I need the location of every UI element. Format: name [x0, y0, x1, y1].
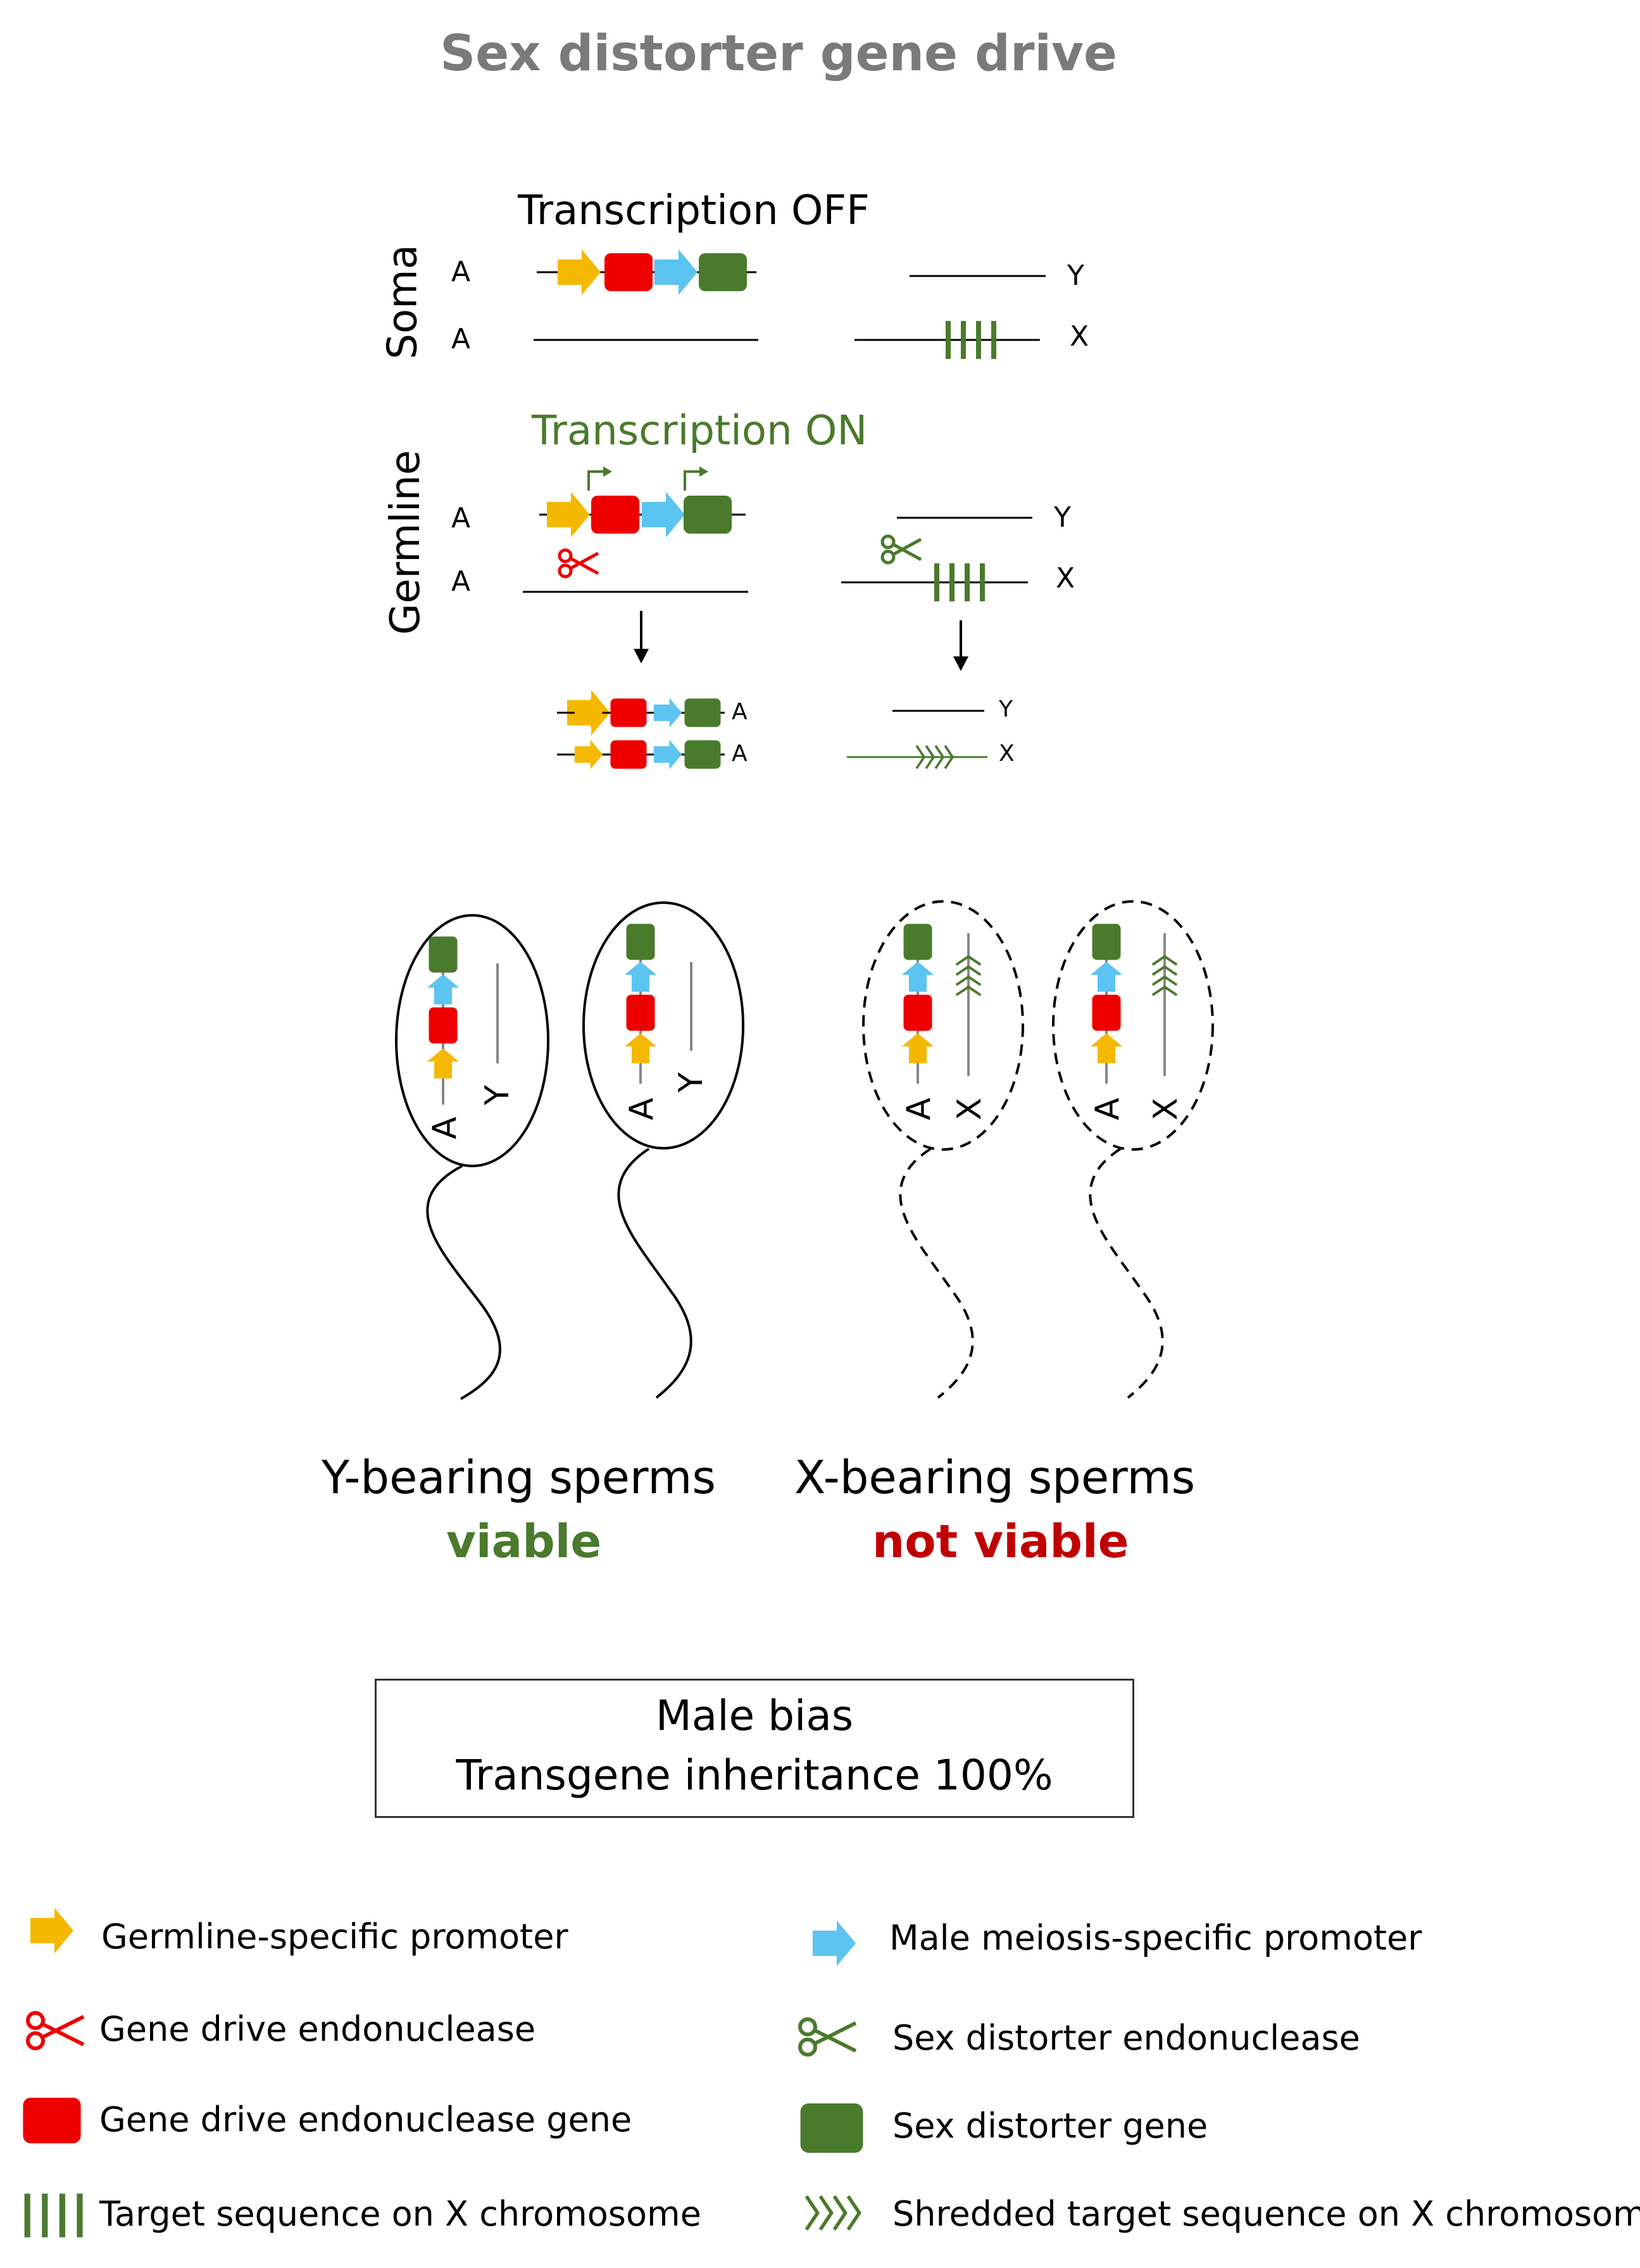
x-sperm-2 — [1052, 900, 1214, 1399]
legend-yellow-arrow-icon — [30, 1908, 73, 1953]
soma-label-x: X — [1070, 320, 1089, 353]
x-sperm-1 — [862, 900, 1024, 1399]
germline-label-a1: A — [451, 502, 471, 534]
germline-heading: Transcription ON — [532, 408, 868, 454]
y-sperm-2 — [582, 901, 744, 1399]
y-sperm-status: viable — [446, 1515, 602, 1568]
germline-promoter-icon — [547, 492, 590, 537]
result-label-x: X — [999, 741, 1015, 767]
y-sperm-1-label-y: Y — [478, 1085, 516, 1105]
x-sperm-2-label-x: X — [1146, 1098, 1185, 1120]
down-arrow-icon — [634, 611, 649, 663]
legend-blue-arrow-icon — [813, 1920, 856, 1966]
soma-label-y: Y — [1067, 260, 1084, 292]
legend-label-target-sequence: Target sequence on X chromosome — [99, 2194, 701, 2234]
result-box-line-2: Transgene inheritance 100% — [456, 1751, 1053, 1800]
transcription-start-icon — [684, 470, 704, 491]
result-box-line-1: Male bias — [655, 1691, 854, 1740]
result-label-y: Y — [999, 696, 1013, 722]
homed-transgene-copy-1 — [557, 698, 725, 728]
result-box — [375, 1679, 1134, 1818]
y-sperm-1-label-a: A — [425, 1117, 464, 1139]
x-sperm-1-label-x: X — [950, 1098, 989, 1120]
soma-section-label: Soma — [379, 244, 427, 360]
transcription-start-icon — [587, 470, 608, 491]
germline-label-x: X — [1056, 562, 1075, 594]
legend-red-scissors-icon — [26, 2011, 85, 2050]
x-sperm-caption: X-bearing sperms — [794, 1451, 1196, 1504]
drive-gene-icon — [604, 253, 653, 291]
y-sperm-2-label-y: Y — [672, 1072, 710, 1093]
y-sperm-1 — [395, 914, 549, 1400]
x-sperm-status: not viable — [872, 1515, 1129, 1568]
green-scissors-icon — [880, 534, 922, 565]
legend-green-scissors-icon — [798, 2017, 857, 2057]
legend-green-box-icon — [800, 2103, 863, 2153]
legend-red-box-icon — [23, 2098, 81, 2143]
red-scissors-icon — [558, 548, 599, 579]
legend-label-drive-gene: Gene drive endonuclease gene — [99, 2100, 632, 2140]
soma-label-a1: A — [451, 256, 471, 288]
y-sperm-caption: Y-bearing sperms — [322, 1451, 716, 1504]
x-sperm-2-label-a: A — [1088, 1098, 1127, 1120]
distorter-gene-icon — [699, 253, 747, 291]
x-sperm-1-label-a: A — [899, 1098, 938, 1120]
legend-label-meiosis-promoter: Male meiosis-specific promoter — [889, 1918, 1422, 1958]
homed-transgene-copy-2 — [557, 739, 725, 770]
germline-section-label: Germline — [382, 450, 429, 635]
diagram-title: Sex distorter gene drive — [440, 25, 1117, 82]
legend-label-drive-endonuclease: Gene drive endonuclease — [99, 2009, 536, 2049]
legend-label-shredded-target: Shredded target sequence on X chromosome — [892, 2194, 1640, 2234]
legend-label-distorter-endonuclease: Sex distorter endonuclease — [892, 2018, 1360, 2058]
distorter-gene-icon — [684, 496, 732, 534]
soma-label-a2: A — [451, 323, 471, 355]
result-label-a2: A — [732, 741, 748, 767]
legend-label-germline-promoter: Germline-specific promoter — [101, 1917, 568, 1957]
germline-label-y: Y — [1054, 501, 1071, 534]
meiosis-promoter-icon — [654, 249, 698, 295]
result-label-a1: A — [732, 699, 748, 725]
down-arrow-icon — [953, 620, 968, 671]
germline-promoter-icon — [558, 249, 601, 295]
meiosis-promoter-icon — [642, 492, 685, 537]
legend-label-distorter-gene: Sex distorter gene — [892, 2106, 1208, 2146]
soma-heading: Transcription OFF — [518, 187, 870, 234]
y-sperm-2-label-a: A — [622, 1098, 661, 1120]
legend-target-bars-icon — [24, 2193, 83, 2238]
legend-shredded-icon — [806, 2196, 860, 2230]
germline-label-a2: A — [451, 565, 471, 598]
drive-gene-icon — [591, 496, 639, 534]
